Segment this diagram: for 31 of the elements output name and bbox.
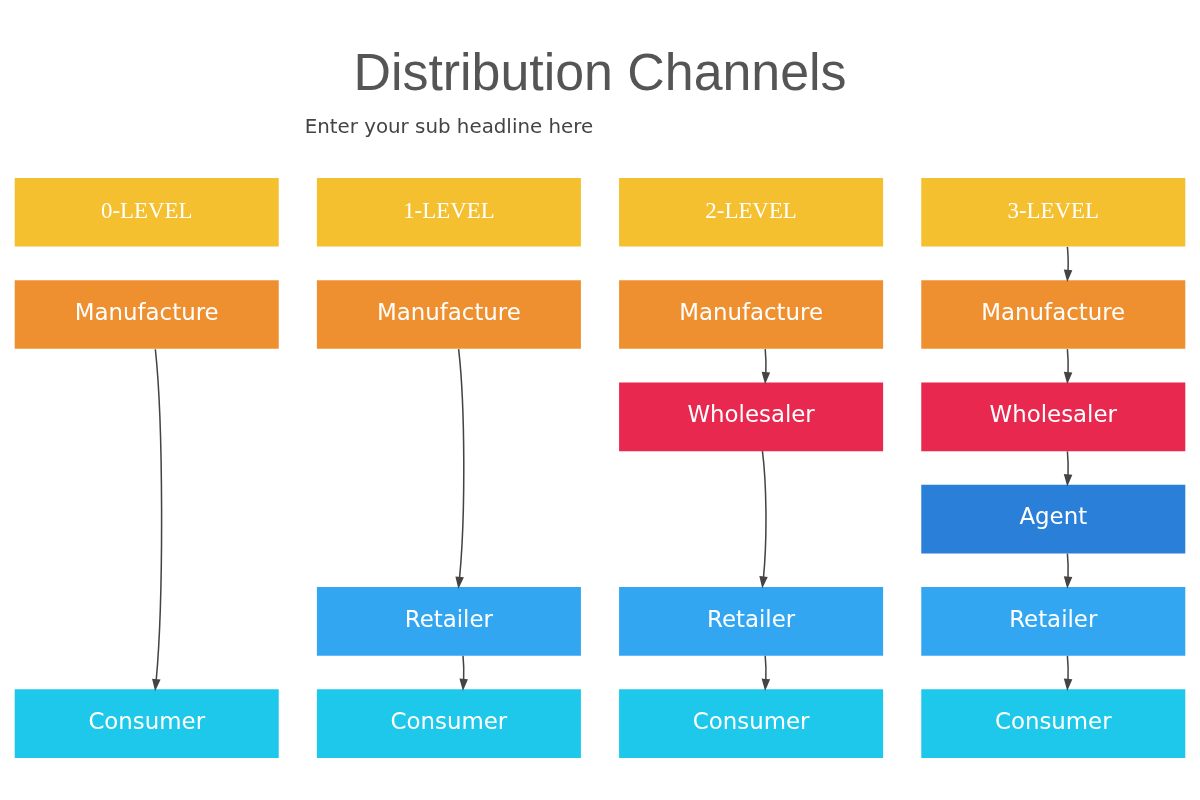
arrow <box>455 348 465 590</box>
node-box: Consumer <box>921 689 1186 758</box>
arrow <box>152 348 163 692</box>
node-box: Consumer <box>14 689 279 758</box>
node-box: Consumer <box>619 689 884 758</box>
node-box: Wholesaler <box>619 382 884 452</box>
node-box: 1-LEVEL <box>316 177 581 247</box>
arrow <box>1063 246 1073 283</box>
node-box: Manufacture <box>316 280 581 349</box>
node-box: Wholesaler <box>921 382 1186 452</box>
arrow <box>1063 655 1073 692</box>
arrow <box>459 655 468 692</box>
arrow <box>1063 348 1073 385</box>
node-box: Retailer <box>316 586 581 656</box>
arrow <box>759 450 768 589</box>
node-box: Manufacture <box>14 280 279 349</box>
arrow <box>761 348 771 385</box>
node-box: Manufacture <box>619 280 884 349</box>
node-box: Agent <box>921 484 1186 554</box>
node-box: 3-LEVEL <box>921 177 1186 247</box>
node-box: 0-LEVEL <box>14 177 279 247</box>
label: Enter your sub headline here <box>304 114 594 138</box>
node-box: Retailer <box>619 586 884 656</box>
node-box: 2-LEVEL <box>619 177 884 247</box>
arrow <box>1063 450 1073 487</box>
diagram-title: Distribution Channels <box>353 42 847 101</box>
arrow <box>761 655 771 692</box>
node-box: Consumer <box>316 689 581 758</box>
node-box: Manufacture <box>921 280 1186 349</box>
node-box: Retailer <box>921 586 1186 656</box>
arrow <box>1063 552 1073 589</box>
